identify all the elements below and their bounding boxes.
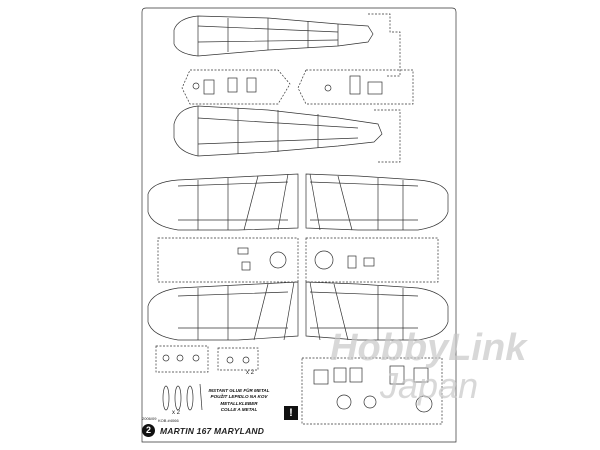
warning-icon: !: [284, 406, 298, 420]
fuselage-half-1: [173, 15, 374, 57]
lower-wing-right: [305, 281, 449, 341]
middle-parts-panel: [157, 237, 439, 283]
glue-note-line-1: INSTANT GLUE FÜR METAL: [208, 388, 270, 393]
lower-wing-left: [147, 281, 299, 341]
glue-note-line-3: METALLKLEBER: [220, 400, 258, 406]
small-parts-1: [192, 75, 383, 95]
bottom-right-parts: [301, 357, 443, 425]
fret-frame: [141, 7, 457, 443]
kit-code: KOB #4066: [158, 418, 179, 423]
fuselage-half-2: [173, 105, 383, 157]
sheet-number-badge: 2: [142, 424, 155, 437]
glue-note-line-4: COLLE A METAL: [220, 407, 258, 413]
fuselage-1-tab-frame: [368, 13, 401, 77]
glue-note-line-2: POUŽIT LEPIDLO NA KOV: [210, 394, 268, 400]
glue-note: INSTANT GLUE FÜR METAL POUŽIT LEPIDLO NA…: [208, 388, 270, 430]
fuselage-2-tab-frame: [374, 109, 401, 163]
small-parts-panel-1: [181, 69, 414, 105]
multiplier-struts: x 2: [172, 410, 181, 416]
upper-wing-right: [305, 173, 449, 231]
date-code: 2006/09: [142, 416, 157, 421]
bottom-left-parts: [155, 345, 259, 411]
middle-parts: [237, 247, 375, 271]
upper-wing-left: [147, 173, 299, 231]
etch-fret-sheet: x 2 x 2 INSTANT GLUE FÜR METAL POUŽIT LE…: [138, 6, 460, 444]
sheet-title: MARTIN 167 MARYLAND: [160, 426, 265, 436]
fret-drawing: [141, 7, 457, 443]
multiplier-small-parts: x 2: [246, 370, 255, 376]
